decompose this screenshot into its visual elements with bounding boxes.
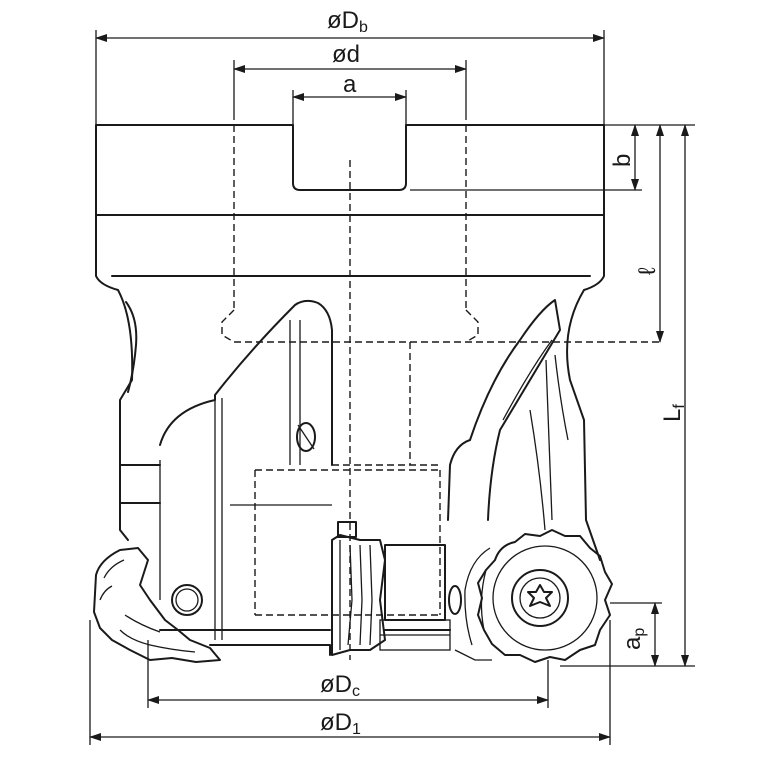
dimension-label-depth-of-cut: ap (619, 628, 648, 650)
dimension-label-keyway-width: a (343, 71, 357, 98)
dimension-label-bore-length: ℓ (634, 267, 661, 275)
dimension-keyway-depth: b (410, 124, 695, 191)
dimension-label-overall-length: Lf (659, 404, 688, 422)
dimension-label-max-diameter: øD1 (320, 709, 361, 738)
dimension-label-outer-body-diameter: øDb (327, 7, 368, 36)
dimension-outer-body-diameter: øDb (95, 7, 605, 125)
right-round-insert (448, 529, 613, 663)
dimension-label-keyway-depth: b (609, 154, 636, 167)
left-chip-pocket (159, 299, 333, 640)
left-round-insert (93, 547, 221, 663)
right-chip-flute (447, 299, 569, 531)
dimension-label-bore-diameter: ød (332, 41, 360, 68)
dimension-cutting-diameter: øDc (147, 640, 549, 708)
center-clamp-screw (331, 521, 451, 656)
hidden-lines (221, 125, 660, 660)
dimension-keyway-width: a (292, 71, 407, 125)
dimension-bore-length: ℓ (634, 124, 664, 343)
cutter-body-outline (95, 124, 605, 656)
dimension-overall-length: Lf (659, 124, 689, 667)
dimension-bore-diameter: ød (233, 41, 467, 120)
dimension-max-diameter: øD1 (89, 620, 611, 745)
dimension-label-cutting-diameter: øDc (320, 671, 360, 700)
dimension-depth-of-cut: ap (560, 602, 695, 667)
